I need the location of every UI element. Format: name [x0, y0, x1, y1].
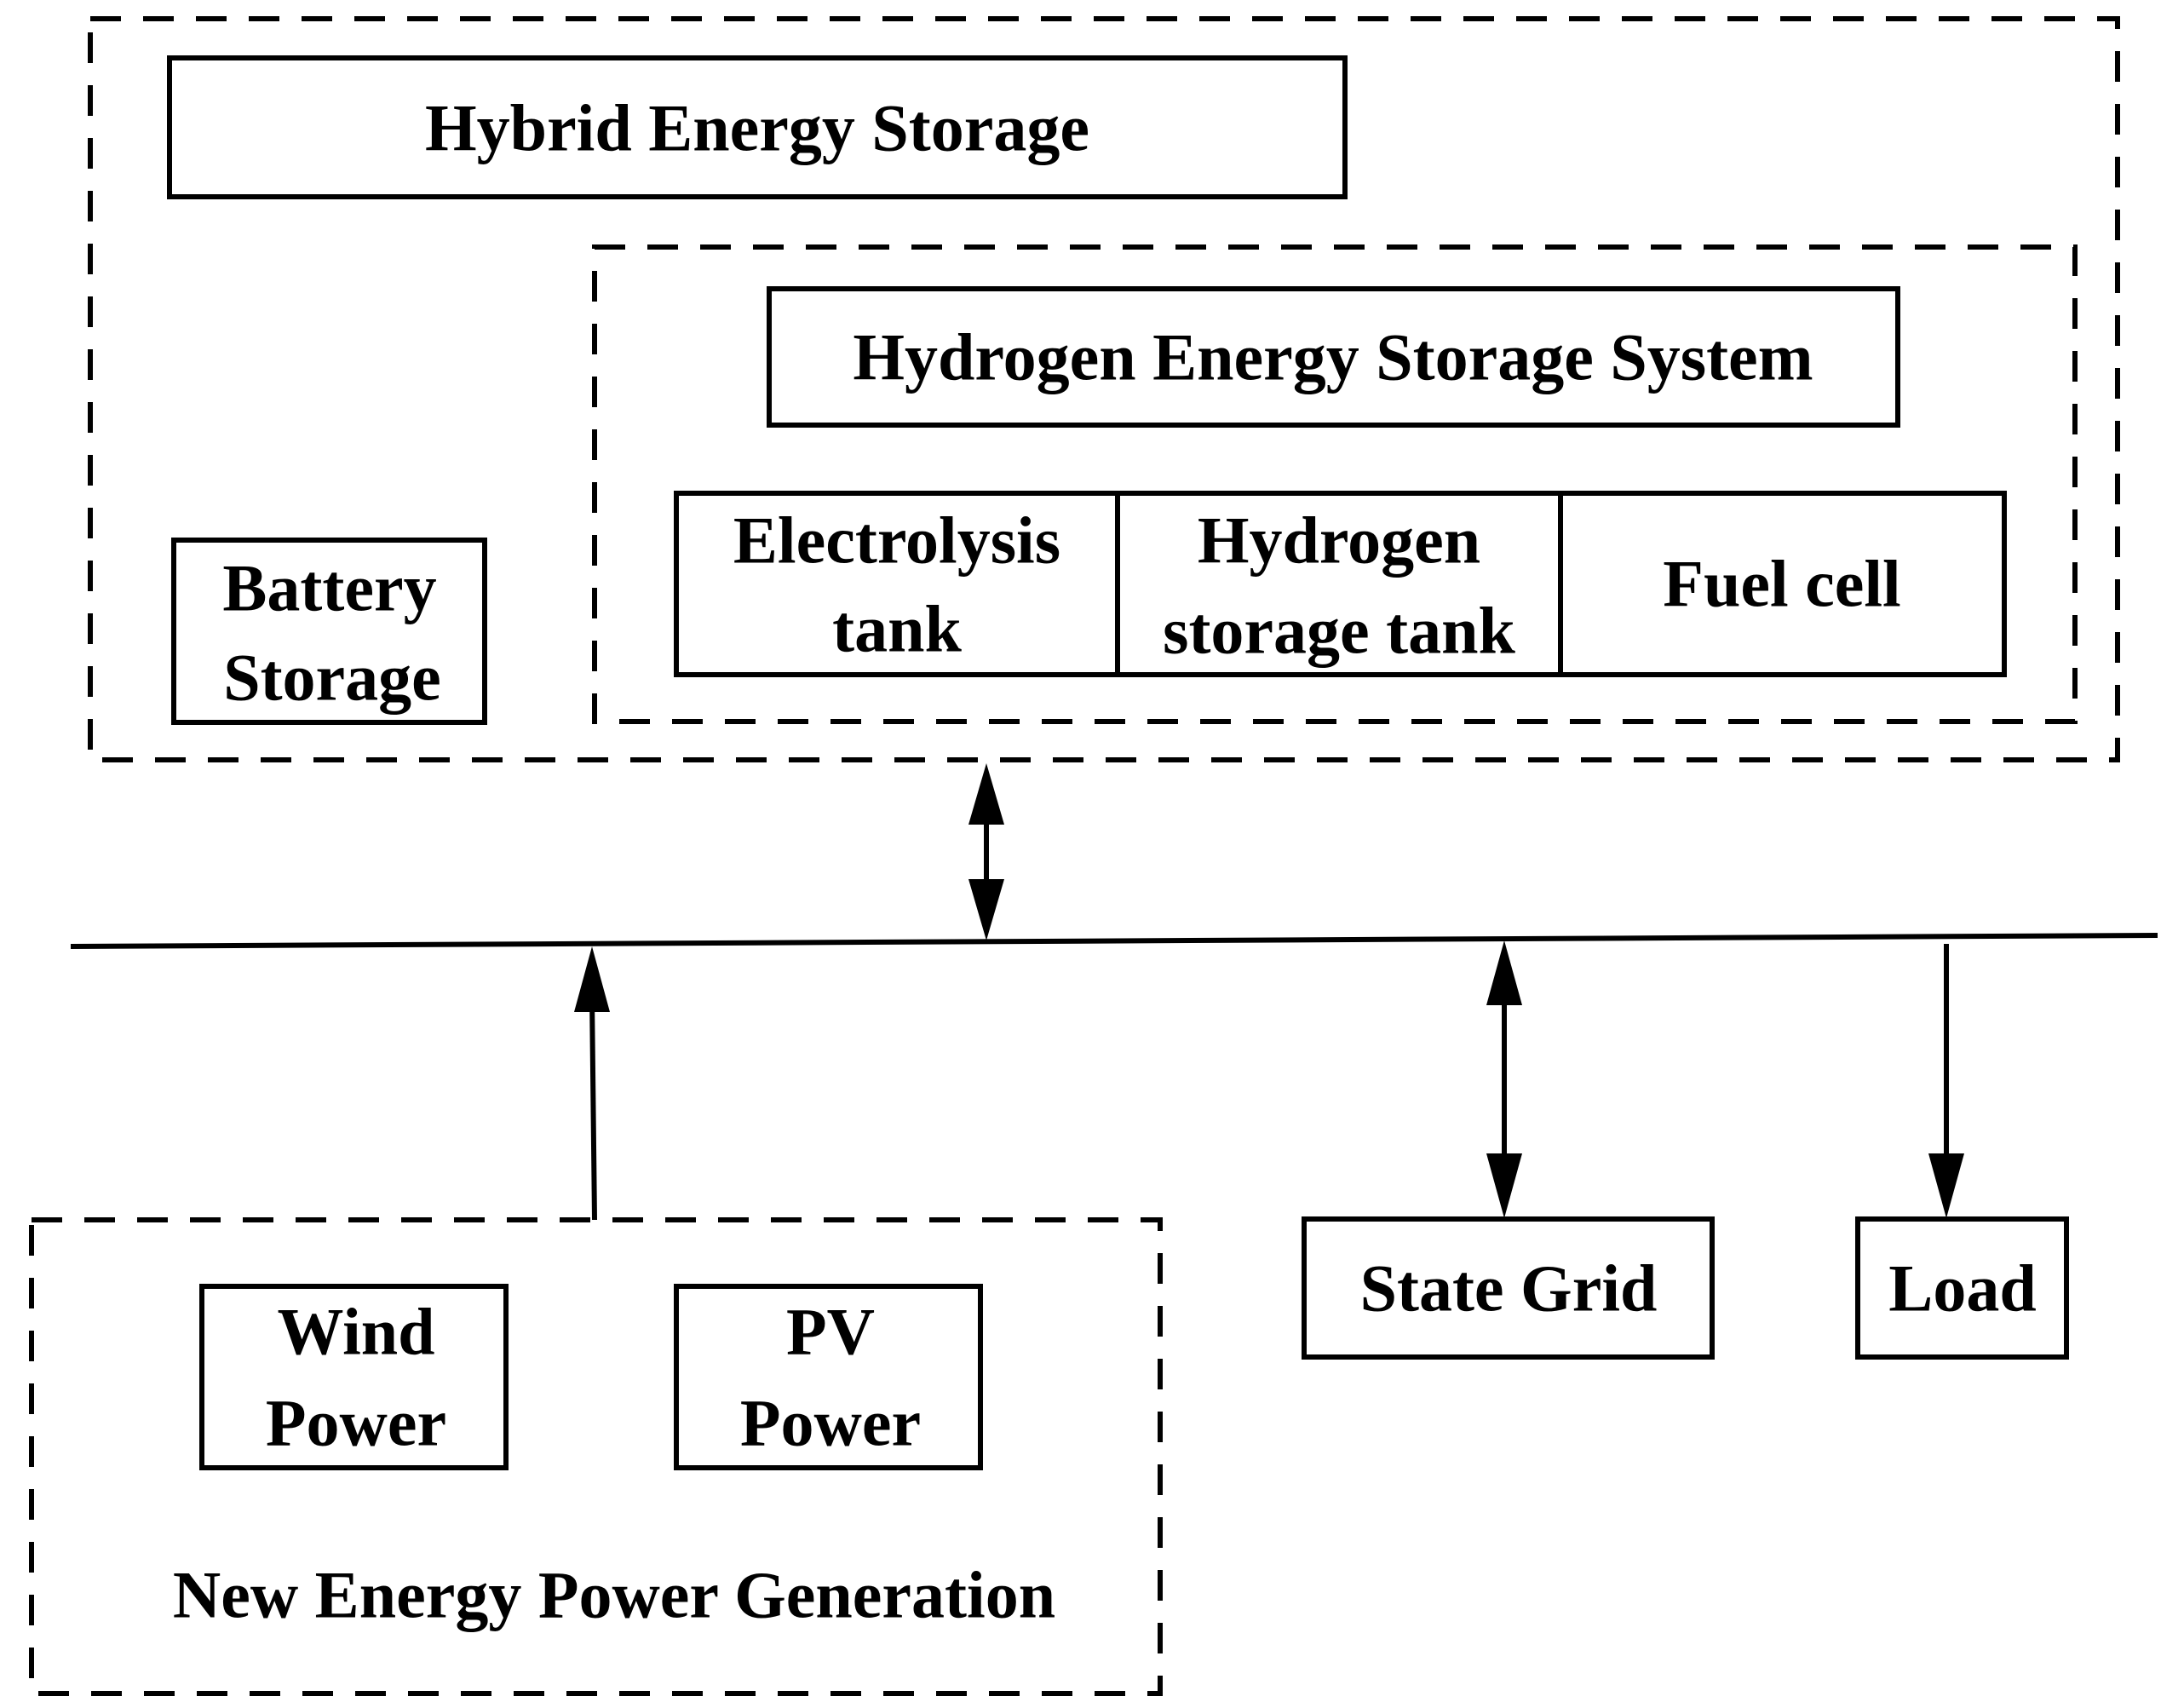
generation-arrow-head	[574, 946, 610, 1012]
state-grid-label: State Grid	[1360, 1251, 1658, 1326]
grid-arrow-up-head	[1486, 940, 1522, 1005]
storage-arrow-up-head	[968, 763, 1004, 825]
hybrid-storage-title-box	[167, 55, 1348, 199]
state-grid-box	[1302, 1216, 1715, 1360]
load-box	[1855, 1216, 2069, 1360]
hydrogen-storage-tank-label-line2: storage tank	[1163, 594, 1515, 668]
grid-arrow-down-head	[1486, 1153, 1522, 1218]
hydrogen-system-title: Hydrogen Energy Storage System	[853, 320, 1813, 394]
wind-power-label-line2: Power	[266, 1386, 446, 1460]
hydrogen-components-row	[674, 491, 2007, 677]
hydrogen-system-title-box	[767, 286, 1900, 428]
pv-power-label-line2: Power	[740, 1386, 921, 1460]
hybrid-storage-group	[88, 16, 2120, 762]
pv-power-box	[674, 1284, 983, 1470]
hydrogen-system-group	[592, 244, 2078, 724]
pv-power-label-line1: PV	[786, 1295, 875, 1369]
hybrid-storage-title: Hybrid Energy Storage	[425, 91, 1089, 165]
generation-bus-connector	[589, 996, 597, 1221]
wind-power-box	[199, 1284, 509, 1470]
battery-storage-label-line2: Storage	[223, 641, 441, 715]
electrolysis-tank-label-line1: Electrolysis	[733, 503, 1060, 578]
generation-group-label: New Energy Power Generation	[173, 1558, 1055, 1632]
storage-arrow-down-head	[968, 879, 1004, 940]
hydrogen-storage-tank-label-line1: Hydrogen	[1198, 503, 1480, 578]
wind-power-label-line1: Wind	[277, 1295, 434, 1369]
load-label: Load	[1888, 1251, 2036, 1326]
battery-storage-label-line1: Battery	[222, 551, 436, 625]
generation-group	[29, 1217, 1163, 1696]
fuel-cell-label: Fuel cell	[1663, 547, 1900, 621]
power-bus-line	[70, 933, 2158, 949]
load-arrow-head	[1928, 1153, 1964, 1218]
battery-storage-box	[171, 538, 487, 725]
electrolysis-tank-label-line2: tank	[832, 592, 962, 666]
